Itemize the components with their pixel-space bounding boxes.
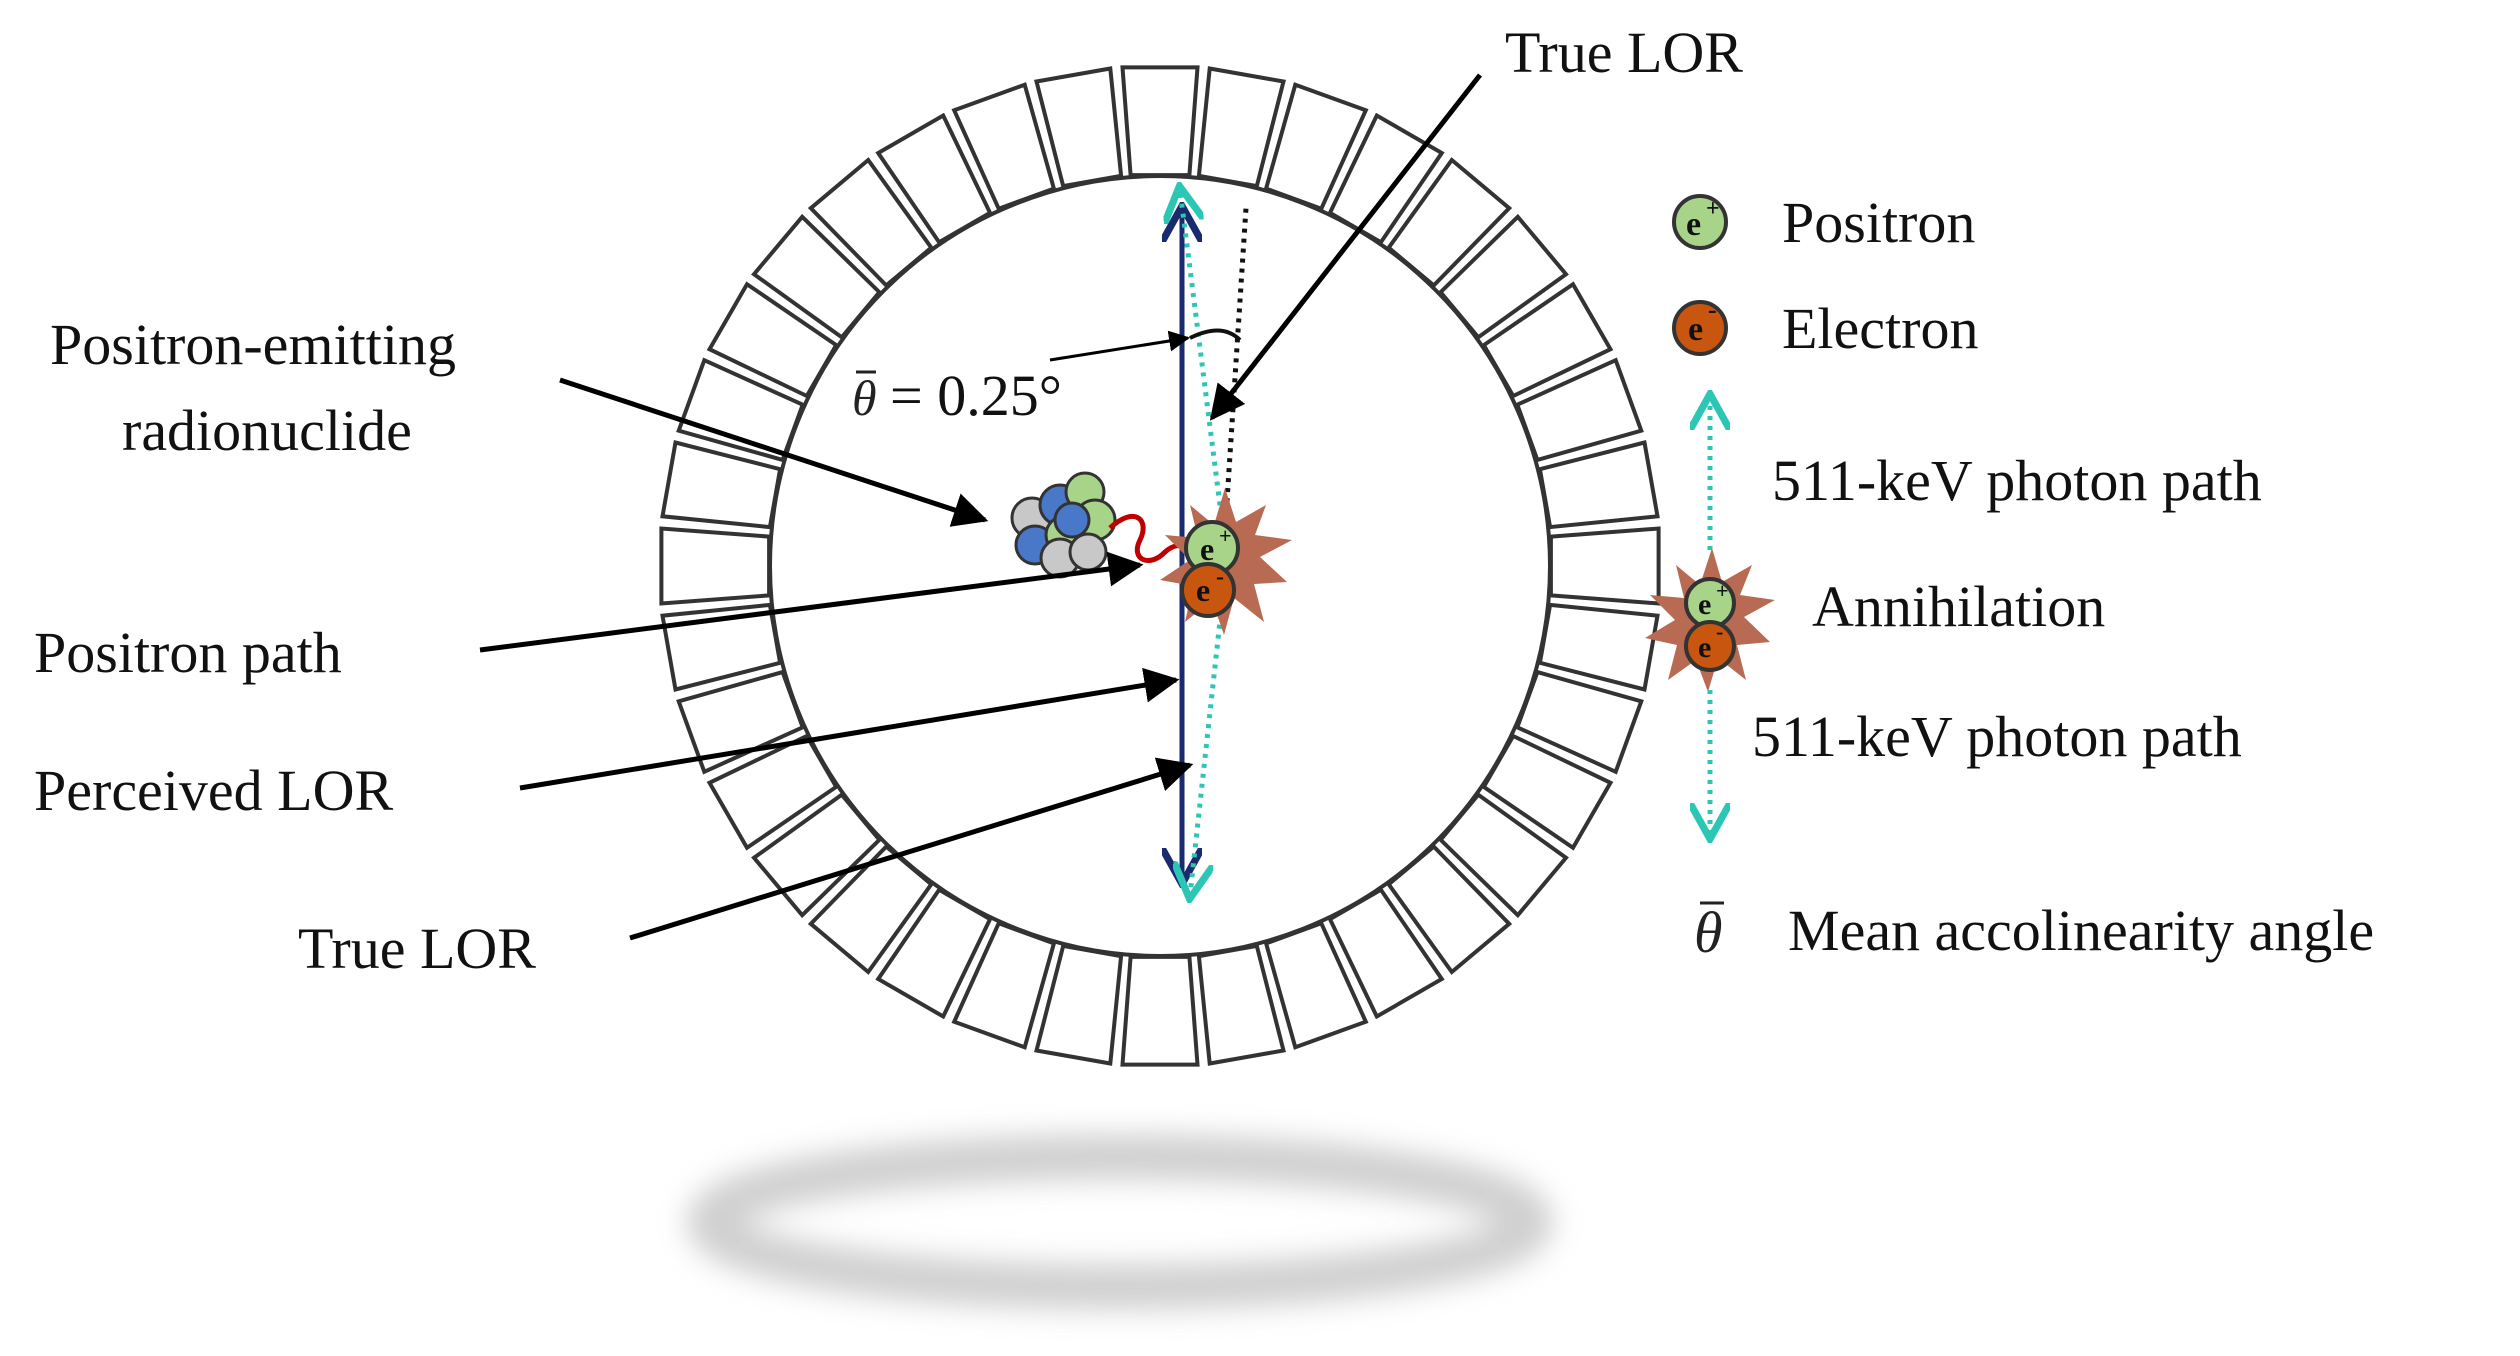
theta-symbol: θ <box>852 370 877 426</box>
svg-text:e: e <box>1698 588 1711 621</box>
detector-block <box>659 526 772 606</box>
legend: e + Positron e - Electron 511-keV photon… <box>1645 190 2374 965</box>
positron-particle: e + <box>1184 520 1240 576</box>
positron-path-label: Positron path <box>34 620 342 685</box>
detector-block <box>1120 954 1200 1067</box>
photon-path-up <box>1180 190 1228 546</box>
legend-mean-angle-label: Mean accolinearity angle <box>1788 898 2374 963</box>
svg-text:-: - <box>1708 295 1717 324</box>
svg-text:-: - <box>1716 619 1723 644</box>
radionuclide-label-line2: radionuclide <box>122 398 412 463</box>
legend-electron-label: Electron <box>1782 296 1978 361</box>
electron-sign: - <box>1216 564 1224 590</box>
svg-text:+: + <box>1706 196 1720 222</box>
electron-symbol: e <box>1196 572 1210 608</box>
svg-text:e: e <box>1688 311 1703 348</box>
arrow-true-lor-bottom <box>629 757 1194 941</box>
theta-value: = 0.25° <box>890 363 1062 428</box>
angle-arc <box>1189 328 1242 342</box>
arrow-true-lor-top <box>1209 73 1482 421</box>
arrow-perceived-lor <box>519 667 1180 791</box>
svg-text:+: + <box>1716 578 1729 603</box>
angle-reference-line <box>1222 207 1249 533</box>
legend-electron-icon: e - <box>1672 295 1728 356</box>
detector-ring <box>659 65 1661 1067</box>
arrow-theta <box>1049 330 1191 362</box>
ring-inner-boundary <box>768 174 1552 958</box>
legend-theta-symbol: θ <box>1694 900 1723 965</box>
arrow-radionuclide <box>559 377 989 527</box>
radionuclide-label-line1: Positron-emitting <box>50 312 456 377</box>
svg-text:e: e <box>1686 206 1701 243</box>
arrow-positron-path <box>479 551 1144 653</box>
legend-photon-path-top-label: 511-keV photon path <box>1772 448 2262 513</box>
detector-block <box>1120 65 1200 178</box>
legend-annihilation-particles: e + e - <box>1684 577 1736 672</box>
legend-positron-icon: e + <box>1672 194 1728 250</box>
photon-path-down <box>1190 574 1228 895</box>
legend-annihilation-label: Annihilation <box>1812 574 2105 639</box>
ring-shadow <box>687 1134 1553 1310</box>
true-lor-bottom-label: True LOR <box>298 916 536 981</box>
perceived-lor-label: Perceived LOR <box>34 758 393 823</box>
legend-positron-label: Positron <box>1782 190 1975 255</box>
svg-text:e: e <box>1698 631 1711 664</box>
radionuclide-icon <box>1010 471 1117 579</box>
positron-symbol: e <box>1200 531 1214 567</box>
electron-particle: e - <box>1180 562 1236 618</box>
positron-sign: + <box>1219 523 1232 548</box>
detector-block <box>1548 526 1661 606</box>
legend-photon-path-bottom-label: 511-keV photon path <box>1752 704 2242 769</box>
true-lor-top-label: True LOR <box>1505 20 1743 85</box>
